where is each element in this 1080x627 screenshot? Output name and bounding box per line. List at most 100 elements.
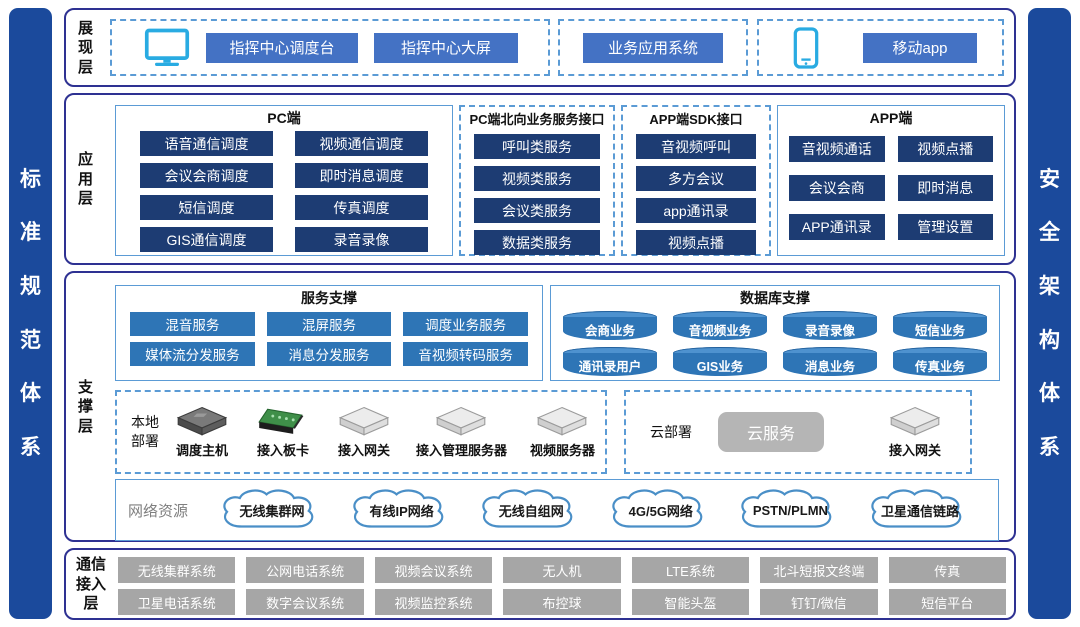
desktop-group: 指挥中心调度台 指挥中心大屏 <box>110 19 550 76</box>
cloud-deploy-group: 云部署 云服务 接入网关 <box>624 390 972 474</box>
feature-chip: 视频点播 <box>897 136 993 162</box>
right-pillar-label: 安全架构体系 <box>1039 167 1060 459</box>
feature-chip: 视频类服务 <box>474 166 600 191</box>
access-system-chip: 钉钉/微信 <box>760 589 878 615</box>
access-gateway-icon <box>889 406 941 436</box>
feature-chip: app通讯录 <box>636 198 756 223</box>
device-item: 视频服务器 <box>530 405 595 459</box>
feature-chip: 多方会议 <box>636 166 756 191</box>
layer-label-access: 通信接入层 <box>75 555 106 612</box>
network-resources-label: 网络资源 <box>128 502 189 520</box>
left-pillar: 标准规范体系 <box>9 8 52 619</box>
database-support-section: 数据库支撑 会商业务 音视频业务 录音录像 短信业务 通讯录用户 GIS业务 消… <box>550 285 1000 381</box>
feature-chip: 会议会商 <box>789 175 885 201</box>
section-title: APP端SDK接口 <box>649 112 743 127</box>
access-gateway-icon <box>338 406 390 436</box>
network-resources-section: 网络资源 无线集群网 有线IP网络 无线自组网 4G/5G网络 <box>115 479 999 541</box>
network-cloud: 4G/5G网络 <box>605 486 717 534</box>
pc-section: PC端 语音通信调度 视频通信调度 会议会商调度 即时消息调度 短信调度 传真调… <box>115 105 453 256</box>
left-pillar-label: 标准规范体系 <box>20 167 41 459</box>
section-title: PC端 <box>267 110 301 126</box>
database-cylinder: 音视频业务 <box>673 311 767 340</box>
device-item: 接入板卡 <box>254 405 312 459</box>
database-cylinder: 录音录像 <box>783 311 877 340</box>
access-system-chip: 视频会议系统 <box>374 557 493 583</box>
access-system-chip: 无线集群系统 <box>118 557 236 583</box>
feature-chip: 语音通信调度 <box>140 131 273 156</box>
mobile-group: 移动app <box>757 19 1004 76</box>
local-deploy-group: 本地部署 调度主机 <box>115 390 607 474</box>
access-system-chip: 视频监控系统 <box>374 589 493 615</box>
feature-chip: 短信调度 <box>140 195 273 220</box>
feature-chip: 会议会商调度 <box>140 163 273 188</box>
access-system-chip: 北斗短报文终端 <box>760 557 878 583</box>
feature-chip: 移动app <box>863 32 977 63</box>
feature-chip: 音视频呼叫 <box>636 134 756 159</box>
feature-chip: 混音服务 <box>130 312 255 336</box>
layer-support: 支撑层 服务支撑 混音服务 混屏服务 调度业务服务 媒体流分发服务 消息分发服务… <box>64 271 1016 542</box>
feature-chip: 音视频通话 <box>789 136 885 162</box>
feature-chip: 呼叫类服务 <box>474 134 600 159</box>
feature-chip: 指挥中心大屏 <box>374 32 518 63</box>
feature-chip: 业务应用系统 <box>583 32 723 63</box>
section-title: PC端北向业务服务接口 <box>469 112 605 127</box>
access-system-chip: 智能头盔 <box>631 589 750 615</box>
feature-chip: 数据类服务 <box>474 230 600 255</box>
access-system-chip: 公网电话系统 <box>246 557 364 583</box>
dispatch-host-icon <box>176 406 228 436</box>
database-cylinder: 会商业务 <box>563 311 657 340</box>
feature-chip: 视频通信调度 <box>295 131 428 156</box>
feature-chip: APP通讯录 <box>789 214 885 240</box>
monitor-icon <box>144 28 190 66</box>
feature-chip: 音视频转码服务 <box>403 342 528 366</box>
feature-chip: 消息分发服务 <box>266 342 392 366</box>
app-sdk-section: APP端SDK接口 音视频呼叫 多方会议 app通讯录 视频点播 <box>621 105 771 256</box>
cloud-deploy-label: 云部署 <box>650 424 692 440</box>
feature-chip: 即时消息调度 <box>295 163 428 188</box>
access-system-chip: 布控球 <box>503 589 621 615</box>
section-title: 数据库支撑 <box>740 290 810 306</box>
access-system-chip: 短信平台 <box>888 589 1006 615</box>
app-section: APP端 音视频通话 视频点播 会议会商 即时消息 APP通讯录 管理设置 <box>777 105 1005 256</box>
access-board-icon <box>258 408 304 434</box>
video-server-icon <box>537 406 588 436</box>
service-support-section: 服务支撑 混音服务 混屏服务 调度业务服务 媒体流分发服务 消息分发服务 音视频… <box>115 285 543 381</box>
right-pillar: 安全架构体系 <box>1028 8 1071 619</box>
feature-chip: 指挥中心调度台 <box>206 32 358 63</box>
feature-chip: 录音录像 <box>295 227 428 252</box>
device-item: 调度主机 <box>173 405 231 459</box>
database-cylinder: 消息业务 <box>783 347 877 376</box>
network-cloud: 无线自组网 <box>475 486 587 534</box>
network-cloud: PSTN/PLMN <box>734 486 846 534</box>
layer-application: 应用层 PC端 语音通信调度 视频通信调度 会议会商调度 即时消息调度 短信调度… <box>64 93 1016 265</box>
pc-api-section: PC端北向业务服务接口 呼叫类服务 视频类服务 会议类服务 数据类服务 <box>459 105 615 256</box>
access-system-chip: LTE系统 <box>631 557 750 583</box>
access-system-chip: 数字会议系统 <box>246 589 364 615</box>
feature-chip: GIS通信调度 <box>140 227 273 252</box>
database-cylinder: GIS业务 <box>673 347 767 376</box>
access-mgmt-server-icon <box>436 406 487 436</box>
device-item: 接入管理服务器 <box>416 405 507 459</box>
feature-chip: 传真调度 <box>295 195 428 220</box>
section-title: 服务支撑 <box>301 290 357 306</box>
access-system-chip: 传真 <box>888 557 1006 583</box>
database-cylinder: 短信业务 <box>893 311 987 340</box>
layer-label-presentation: 展现层 <box>77 19 93 76</box>
layer-label-application: 应用层 <box>77 150 93 207</box>
network-cloud: 有线IP网络 <box>346 486 458 534</box>
feature-chip: 视频点播 <box>636 230 756 255</box>
device-item: 接入网关 <box>335 405 393 459</box>
feature-chip: 即时消息 <box>897 175 993 201</box>
network-cloud: 卫星通信链路 <box>864 486 976 534</box>
feature-chip: 调度业务服务 <box>403 312 528 336</box>
access-system-chip: 无人机 <box>503 557 621 583</box>
business-app-group: 业务应用系统 <box>558 19 748 76</box>
section-title: APP端 <box>869 110 913 126</box>
network-cloud: 无线集群网 <box>216 486 328 534</box>
database-cylinder: 传真业务 <box>893 347 987 376</box>
feature-chip: 会议类服务 <box>474 198 600 223</box>
device-item: 接入网关 <box>886 405 944 459</box>
database-cylinder: 通讯录用户 <box>563 347 657 376</box>
cloud-service-chip: 云服务 <box>718 412 824 452</box>
